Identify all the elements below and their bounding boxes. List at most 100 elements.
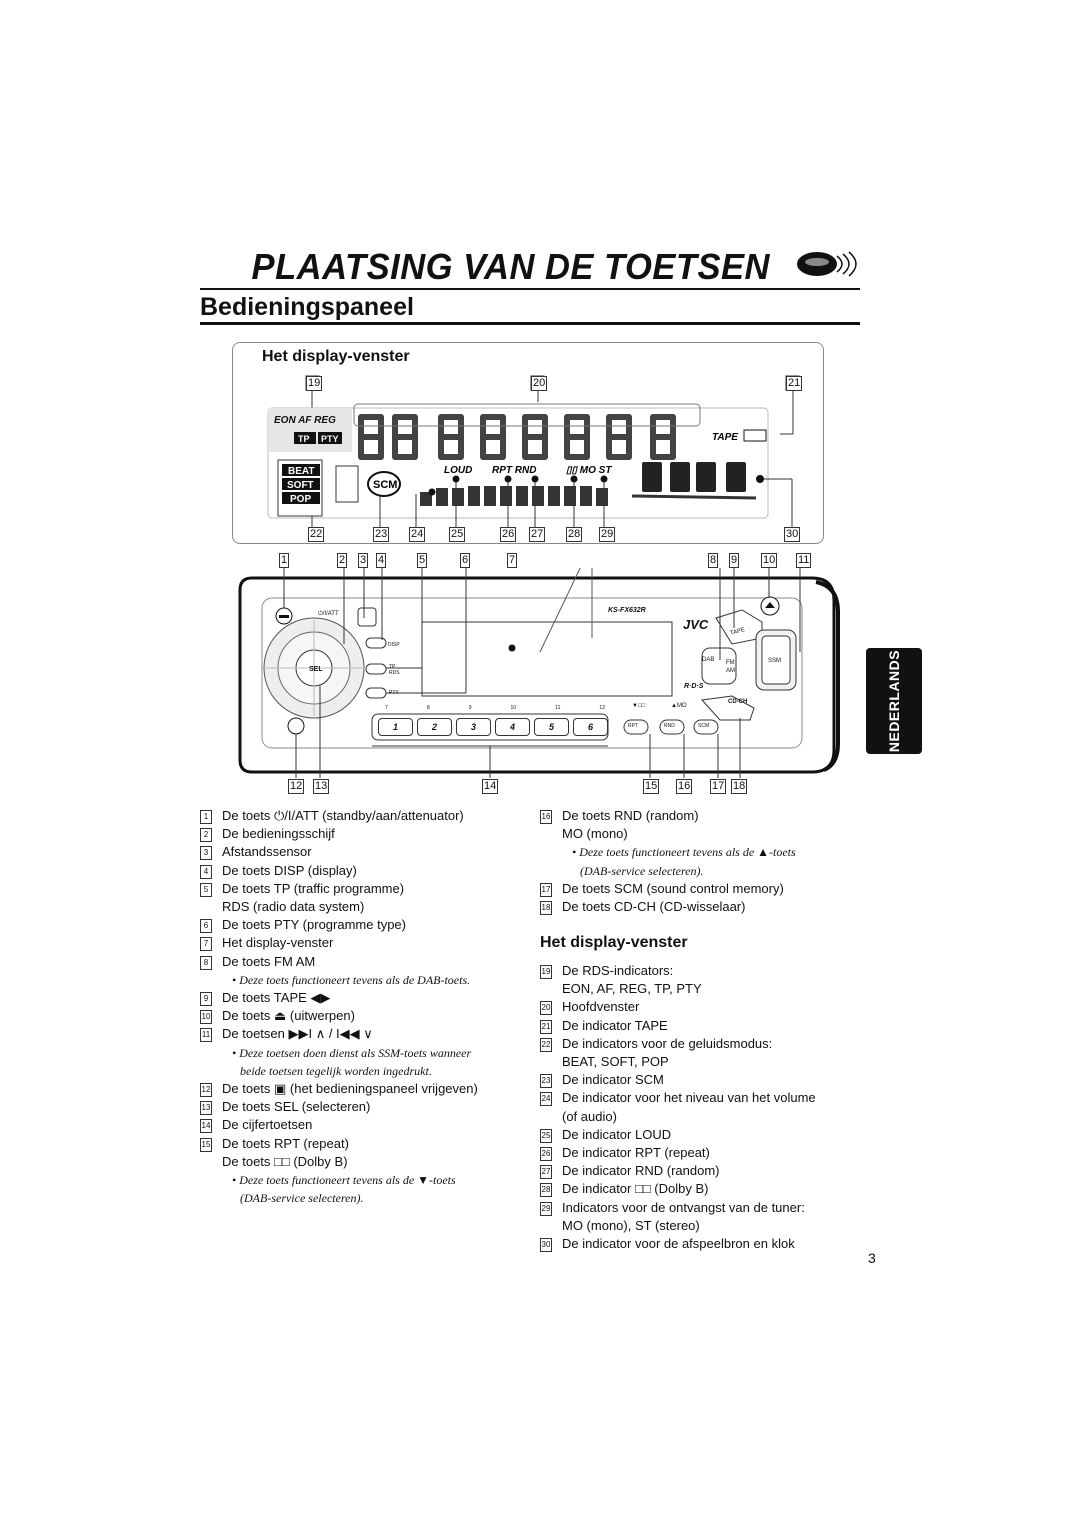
svg-text:TAPE: TAPE [712, 432, 738, 443]
svg-text:TP: TP [298, 434, 310, 444]
preset-1-button[interactable]: 1 [378, 718, 413, 736]
svg-text:BEAT: BEAT [288, 466, 314, 477]
callout-18: 18 [731, 779, 748, 794]
callout-5: 5 [417, 553, 428, 568]
pty-label: PTY [389, 690, 399, 696]
svg-text:POP: POP [290, 494, 311, 505]
callout-13: 13 [313, 779, 330, 794]
callout-16: 16 [676, 779, 693, 794]
svg-text:EON AF REG: EON AF REG [274, 415, 336, 426]
svg-text:PTY: PTY [321, 434, 339, 444]
cdch-label: CD-CH [728, 699, 748, 705]
mo-label: ▲MO [671, 703, 687, 709]
note: (DAB-service selecteren). [580, 863, 704, 878]
callout-14: 14 [482, 779, 499, 794]
callout-8: 8 [708, 553, 719, 568]
callout-17: 17 [710, 779, 727, 794]
callout-27: 27 [529, 527, 546, 542]
preset-num: 12 [599, 705, 605, 711]
right-heading: Het display-venster [540, 934, 688, 951]
callout-28: 28 [566, 527, 583, 542]
note: • Deze toetsen doen dienst als SSM-toets… [232, 1045, 472, 1060]
callout-1: 1 [279, 553, 290, 568]
disp-label: DISP [388, 642, 400, 648]
language-tab-label: NEDERLANDS [886, 649, 902, 753]
list-item: MO (mono) [562, 826, 628, 842]
svg-text:RPT RND: RPT RND [492, 465, 536, 476]
callout-9: 9 [729, 553, 740, 568]
rds-logo: R·D·S [684, 683, 704, 690]
preset-4-button[interactable]: 4 [495, 718, 530, 736]
callout-3: 3 [358, 553, 369, 568]
preset-3-button[interactable]: 3 [456, 718, 491, 736]
note: • Deze toets functioneert tevens als de … [572, 845, 796, 860]
callout-12: 12 [288, 779, 305, 794]
preset-5-button[interactable]: 5 [534, 718, 569, 736]
list-item: RDS (radio data system) [222, 899, 365, 915]
model-label: KS-FX632R [608, 607, 646, 614]
callout-11: 11 [796, 553, 812, 568]
att-label: ⏻/I/ATT [318, 611, 339, 617]
preset-num: 7 [385, 705, 388, 711]
svg-text:LOUD: LOUD [444, 465, 472, 476]
disc-icon [797, 251, 857, 277]
page-title: PLAATSING VAN DE TOETSEN [251, 246, 770, 287]
callout-24: 24 [409, 527, 426, 542]
ssm-label: SSM [768, 658, 782, 664]
callout-29: 29 [599, 527, 616, 542]
list-item: EON, AF, REG, TP, PTY [562, 981, 702, 997]
display-window-box [232, 342, 824, 544]
callout-22: 22 [308, 527, 325, 542]
display-heading: Het display-venster [262, 348, 410, 365]
page-number: 3 [868, 1250, 876, 1266]
callout-21: 21 [786, 376, 803, 391]
preset-6-button[interactable]: 6 [573, 718, 608, 736]
preset-numbers: 7 8 9 10 11 12 [385, 705, 605, 711]
note: (DAB-service selecteren). [240, 1191, 364, 1206]
list-item: De toets □□ (Dolby B) [222, 1153, 348, 1169]
sel-label[interactable]: SEL [309, 666, 323, 673]
language-tab: NEDERLANDS [866, 648, 922, 754]
callout-2: 2 [337, 553, 348, 568]
rpt-label: RPT [628, 723, 638, 729]
svg-text:SOFT: SOFT [287, 480, 314, 491]
preset-buttons: 1 2 3 4 5 6 [378, 718, 608, 736]
brand-logo: JVC [683, 617, 709, 632]
am-label: AM [726, 668, 735, 674]
title-rule [200, 288, 860, 290]
section-rule [200, 322, 860, 325]
callout-6: 6 [460, 553, 471, 568]
svg-text:▯▯ MO ST: ▯▯ MO ST [566, 465, 612, 476]
callout-7: 7 [507, 553, 518, 568]
preset-2-button[interactable]: 2 [417, 718, 452, 736]
note: beide toetsen tegelijk worden ingedrukt. [240, 1063, 432, 1078]
scm-label: SCM [698, 723, 710, 729]
note: • Deze toets functioneert tevens als de … [232, 1173, 456, 1188]
svg-text:SCM: SCM [373, 479, 397, 491]
